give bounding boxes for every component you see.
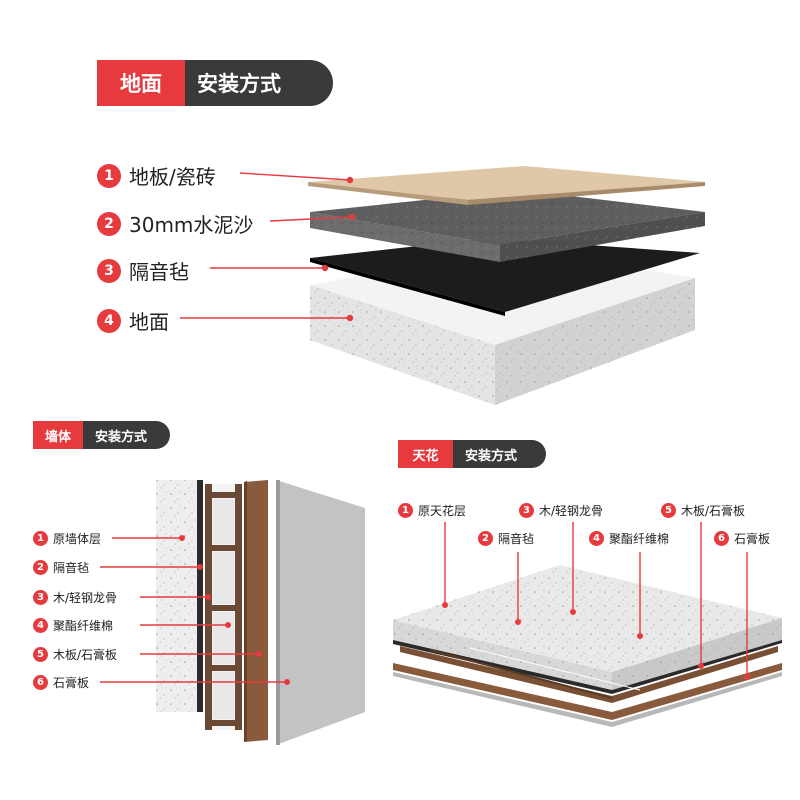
floor-mortar-layer: [310, 190, 705, 262]
number-badge: 4: [33, 618, 48, 633]
wall-layer-label: 原墙体层: [53, 532, 102, 546]
number-badge: 1: [97, 163, 121, 188]
floor-layer-label: 地面: [129, 310, 169, 334]
wall-layer-4: 4 聚酯纤维棉: [33, 617, 113, 634]
number-badge: 2: [478, 531, 493, 546]
ceiling-layer-label: 木板/石膏板: [681, 504, 746, 518]
floor-layer-label: 30mm水泥沙: [129, 213, 254, 237]
floor-layer-1: 1 地板/瓷砖: [97, 161, 216, 190]
number-badge: 1: [398, 503, 413, 518]
wall-layer-label: 聚酯纤维棉: [53, 619, 114, 633]
number-badge: 5: [33, 647, 48, 662]
number-badge: 6: [714, 531, 729, 546]
wall-header-tag: 墙体: [33, 421, 83, 449]
wall-layer-label: 隔音毡: [53, 561, 90, 575]
wall-layer-6: 6 石膏板: [33, 674, 89, 691]
floor-layer-label: 地板/瓷砖: [129, 165, 216, 189]
ceiling-layer-label: 原天花层: [418, 504, 467, 518]
ceiling-layer-3: 3 木/轻钢龙骨: [519, 502, 603, 519]
number-badge: 6: [33, 675, 48, 690]
ceiling-layer-label: 聚酯纤维棉: [609, 532, 670, 546]
number-badge: 4: [589, 531, 604, 546]
ceiling-header-title: 安装方式: [453, 440, 546, 468]
number-badge: 4: [97, 308, 121, 333]
number-badge: 3: [97, 258, 121, 283]
floor-layer-label: 隔音毡: [129, 260, 189, 284]
ceiling-board-layer: [393, 663, 782, 720]
wall-layer-2: 2 隔音毡: [33, 559, 89, 576]
wall-layer-label: 木/轻钢龙骨: [53, 591, 118, 605]
wall-layer-5: 5 木板/石膏板: [33, 646, 117, 663]
floor-header-tag: 地面: [97, 60, 185, 106]
wall-felt-layer: [197, 480, 203, 712]
leader-lines: [100, 172, 751, 686]
number-badge: 5: [661, 503, 676, 518]
wall-layer-3: 3 木/轻钢龙骨: [33, 589, 117, 606]
ceiling-header-tag: 天花: [398, 440, 453, 468]
wall-layer-label: 石膏板: [53, 676, 90, 690]
wall-original-layer: [156, 480, 200, 712]
ceiling-original-layer: [393, 565, 782, 690]
floor-layer-3: 3 隔音毡: [97, 256, 189, 285]
ceiling-stud-layer: [400, 646, 778, 703]
wall-layer-label: 木板/石膏板: [53, 648, 118, 662]
ceiling-layer-5: 5 木板/石膏板: [661, 502, 745, 519]
ceiling-layer-label: 木/轻钢龙骨: [539, 504, 604, 518]
wall-board-layer: [244, 480, 268, 742]
number-badge: 2: [33, 560, 48, 575]
floor-felt-layer: [310, 238, 700, 316]
floor-layer-2: 2 30mm水泥沙: [97, 209, 253, 238]
wall-header: 墙体 安装方式: [33, 421, 170, 449]
number-badge: 3: [519, 503, 534, 518]
floor-header: 地面 安装方式: [97, 60, 333, 106]
ceiling-layer-1: 1 原天花层: [398, 502, 466, 519]
floor-tile-layer: [308, 166, 705, 205]
wall-layer-1: 1 原墙体层: [33, 530, 101, 547]
ceiling-layer-6: 6 石膏板: [714, 530, 770, 547]
number-badge: 2: [97, 211, 121, 236]
ceiling-layer-label: 石膏板: [734, 532, 771, 546]
ceiling-layer-2: 2 隔音毡: [478, 530, 534, 547]
wall-header-title: 安装方式: [83, 421, 170, 449]
ceiling-layer-label: 隔音毡: [498, 532, 535, 546]
ceiling-layer-4: 4 聚酯纤维棉: [589, 530, 669, 547]
number-badge: 3: [33, 590, 48, 605]
wall-gypsum-layer: [276, 480, 365, 745]
floor-layer-4: 4 地面: [97, 306, 169, 335]
floor-header-title: 安装方式: [185, 60, 333, 106]
number-badge: 1: [33, 531, 48, 546]
ceiling-header: 天花 安装方式: [398, 440, 546, 468]
